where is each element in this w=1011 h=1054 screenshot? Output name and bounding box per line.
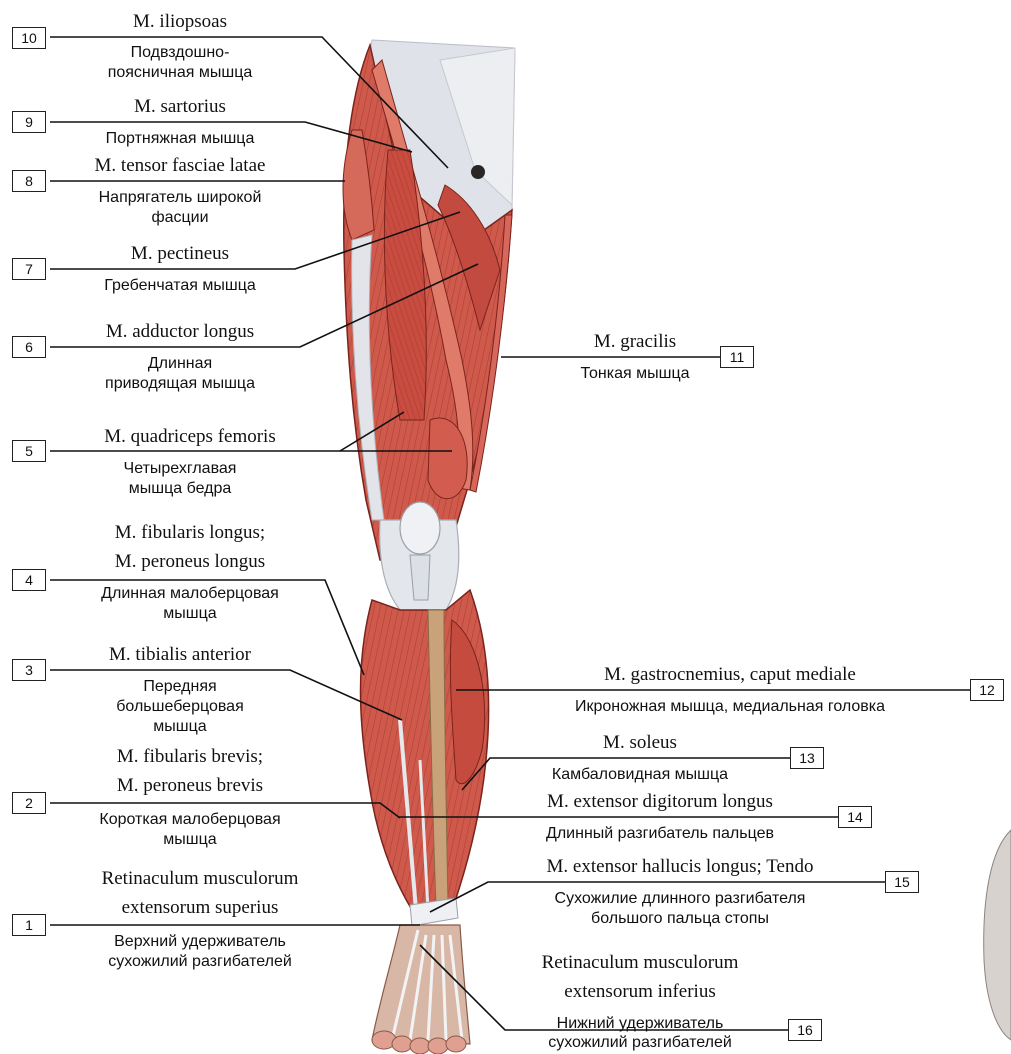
label-number-8: 8	[12, 170, 46, 192]
label-2-russian-1: Короткая малоберцовая	[60, 810, 320, 829]
label-14-russian: Длинный разгибатель пальцев	[490, 824, 830, 843]
label-9-latin: M. sartorius	[60, 96, 300, 118]
label-1-russian-2: сухожилий разгибателей	[50, 952, 350, 971]
label-2-latin-1: M. fibularis brevis;	[60, 746, 320, 768]
label-4-latin-1: M. fibularis longus;	[60, 522, 320, 544]
femoral-opening	[471, 165, 485, 179]
label-number-11: 11	[720, 346, 754, 368]
label-10-latin: M. iliopsoas	[60, 11, 300, 33]
label-6-russian-2: приводящая мышца	[60, 374, 300, 393]
label-11-russian: Тонкая мышца	[555, 364, 715, 383]
label-5-latin: M. quadriceps femoris	[60, 426, 320, 448]
label-4-russian-1: Длинная малоберцовая	[60, 584, 320, 603]
label-13-latin: M. soleus	[500, 732, 780, 754]
label-5-russian-1: Четырехглавая	[60, 459, 300, 478]
label-8-russian-1: Напрягатель широкой	[60, 188, 300, 207]
label-7-latin: M. pectineus	[60, 243, 300, 265]
label-number-3: 3	[12, 659, 46, 681]
label-number-14: 14	[838, 806, 872, 828]
label-10-russian-2: поясничная мышца	[60, 63, 300, 82]
label-number-2: 2	[12, 792, 46, 814]
label-3-latin: M. tibialis anterior	[60, 644, 300, 666]
label-11-latin: M. gracilis	[555, 331, 715, 353]
label-number-5: 5	[12, 440, 46, 462]
label-16-russian-1: Нижний удерживатель	[490, 1014, 790, 1033]
partial-figure	[984, 830, 1011, 1040]
label-number-13: 13	[790, 747, 824, 769]
label-number-15: 15	[885, 871, 919, 893]
label-1-latin-1: Retinaculum musculorum	[50, 868, 350, 890]
label-number-16: 16	[788, 1019, 822, 1041]
label-9-russian: Портняжная мышца	[60, 129, 300, 148]
label-number-10: 10	[12, 27, 46, 49]
label-3-russian-2: большеберцовая	[60, 697, 300, 716]
label-number-1: 1	[12, 914, 46, 936]
label-3-russian-3: мышца	[60, 717, 300, 736]
label-6-russian-1: Длинная	[60, 354, 300, 373]
label-1-latin-2: extensorum superius	[50, 897, 350, 919]
label-2-latin-2: M. peroneus brevis	[60, 775, 320, 797]
label-8-latin: M. tensor fasciae latae	[60, 155, 300, 177]
label-3-russian-1: Передняя	[60, 677, 300, 696]
label-12-russian: Икроножная мышца, медиальная головка	[510, 697, 950, 716]
label-16-latin-2: extensorum inferius	[490, 981, 790, 1003]
label-14-latin: M. extensor digitorum longus	[490, 791, 830, 813]
label-number-7: 7	[12, 258, 46, 280]
label-number-6: 6	[12, 336, 46, 358]
label-4-latin-2: M. peroneus longus	[60, 551, 320, 573]
label-number-4: 4	[12, 569, 46, 591]
label-number-9: 9	[12, 111, 46, 133]
label-16-russian-2: сухожилий разгибателей	[490, 1033, 790, 1052]
label-15-latin: M. extensor hallucis longus; Tendo	[480, 856, 880, 878]
label-10-russian-1: Подвздошно-	[60, 43, 300, 62]
label-15-russian-2: большого пальца стопы	[480, 909, 880, 928]
label-12-latin: M. gastrocnemius, caput mediale	[510, 664, 950, 686]
label-15-russian-1: Сухожилие длинного разгибателя	[480, 889, 880, 908]
label-4-russian-2: мышца	[60, 604, 320, 623]
label-number-12: 12	[970, 679, 1004, 701]
label-5-russian-2: мышца бедра	[60, 479, 300, 498]
label-1-russian-1: Верхний удерживатель	[50, 932, 350, 951]
patella	[400, 502, 440, 554]
label-2-russian-2: мышца	[60, 830, 320, 849]
label-6-latin: M. adductor longus	[60, 321, 300, 343]
label-13-russian: Камбаловидная мышца	[500, 765, 780, 784]
label-7-russian: Гребенчатая мышца	[60, 276, 300, 295]
label-16-latin-1: Retinaculum musculorum	[490, 952, 790, 974]
label-8-russian-2: фасции	[60, 208, 300, 227]
